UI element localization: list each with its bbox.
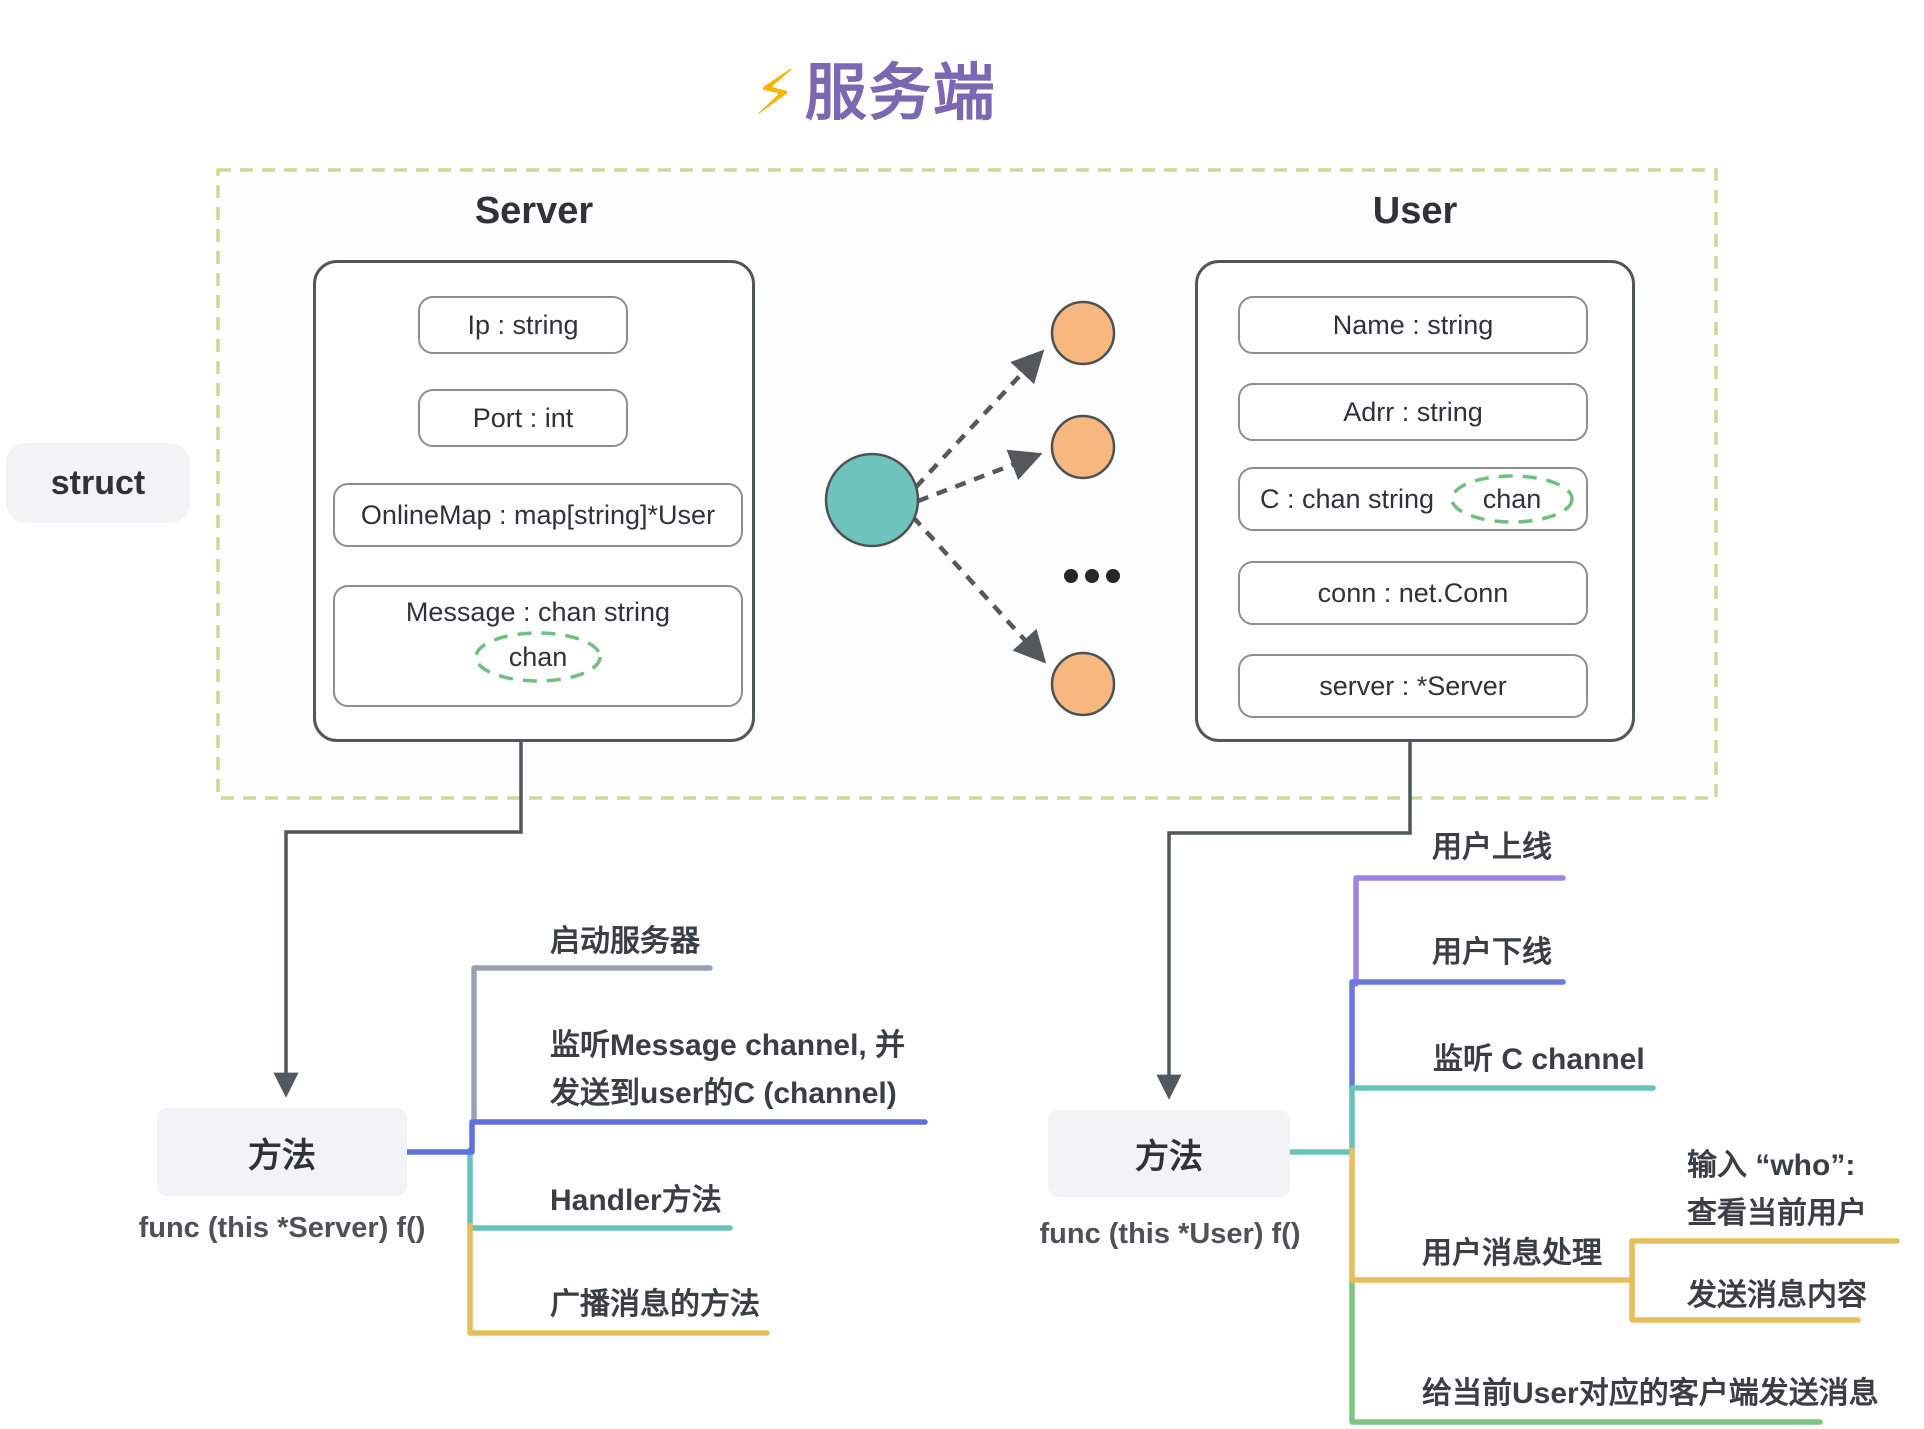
server-chan-badge-label: chan: [508, 641, 568, 672]
user-field-c-label: C : chan string: [1260, 483, 1435, 514]
user-field-adrr: Adrr : string: [1238, 383, 1588, 441]
server-chan-badge: chan: [472, 630, 604, 684]
chan-ellipse-icon: [1450, 474, 1574, 524]
user-branch-send-client-label: 给当前User对应的客户端发送消息: [1422, 1377, 1879, 1410]
user-branch-listen-line: [1287, 1085, 1656, 1155]
server-methods-box: 方法: [157, 1108, 407, 1196]
user-branch-msg-label: 用户消息处理: [1422, 1237, 1602, 1270]
server-branch-handler-label: Handler方法: [550, 1184, 722, 1217]
user-msg-sub-who-label: 输入 “who”: 查看当前用户: [1687, 1142, 1867, 1238]
server-struct-title: Server: [474, 190, 594, 232]
user-branch-offline-label: 用户下线: [1432, 936, 1552, 969]
server-branch-listen-label: 监听Message channel, 并 发送到user的C (channel): [550, 1022, 905, 1118]
user-struct-box: Name : string Adrr : string C : chan str…: [1195, 260, 1635, 742]
user-branch-online-line: [1353, 875, 1566, 987]
user-func-signature: func (this *User) f(): [1039, 1218, 1301, 1250]
struct-chip: struct: [6, 443, 190, 523]
user-chan-badge-label: chan: [1482, 483, 1542, 514]
server-branch-start-line: [471, 965, 713, 1125]
server-field-ip: Ip : string: [418, 296, 628, 354]
server-to-methods-connector: [273, 742, 523, 1098]
user-msg-sub-who-line2: 查看当前用户: [1687, 1197, 1867, 1230]
server-branch-listen-line: [404, 1119, 928, 1155]
page-title: ⚡服务端: [575, 42, 1175, 132]
user-branch-listen-label: 监听 C channel: [1433, 1043, 1645, 1076]
server-field-port: Port : int: [418, 389, 628, 447]
user-branch-online-label: 用户上线: [1432, 831, 1552, 864]
user-field-name: Name : string: [1238, 296, 1588, 354]
server-field-onlinemap: OnlineMap : map[string]*User: [333, 483, 743, 547]
user-chan-badge: chan: [1448, 473, 1576, 525]
broadcast-arrow-2: [917, 449, 1043, 504]
client-circle-1: [1050, 300, 1116, 366]
server-field-message-label: Message : chan string: [405, 597, 671, 627]
client-circle-2: [1050, 414, 1116, 480]
user-field-conn: conn : net.Conn: [1238, 561, 1588, 625]
chan-ellipse-icon: [474, 631, 602, 683]
broadcast-arrow-1: [914, 349, 1045, 489]
lightning-bolt-icon: ⚡: [753, 59, 799, 128]
client-circle-3: [1050, 651, 1116, 717]
server-field-message: Message : chan string chan: [333, 585, 743, 707]
server-branch-broadcast-line: [467, 1223, 770, 1336]
user-branch-msg-line: [1349, 1147, 1631, 1283]
server-struct-box: Ip : string Port : int OnlineMap : map[s…: [313, 260, 755, 742]
page-title-text: 服务端: [804, 59, 997, 128]
user-branch-send-client-line: [1349, 1275, 1823, 1425]
server-branch-listen-line1: 监听Message channel, 并: [550, 1029, 906, 1062]
server-branch-start-label: 启动服务器: [550, 925, 700, 958]
user-msg-sub-bracket: [1629, 1238, 1900, 1323]
user-field-server: server : *Server: [1238, 654, 1588, 718]
server-func-signature: func (this *Server) f(): [138, 1212, 426, 1244]
user-branch-offline-line: [1349, 979, 1566, 1092]
user-msg-sub-send-label: 发送消息内容: [1687, 1279, 1867, 1312]
server-branch-listen-line2: 发送到user的C (channel): [550, 1077, 897, 1110]
user-field-c: C : chan string chan: [1238, 467, 1588, 531]
user-msg-sub-who-line1: 输入 “who”:: [1687, 1149, 1856, 1182]
broadcast-arrow-3: [911, 515, 1047, 664]
ellipsis-dots: [1064, 569, 1120, 583]
server-branch-broadcast-label: 广播消息的方法: [550, 1288, 760, 1321]
server-hub-circle: [824, 452, 920, 548]
user-methods-box: 方法: [1048, 1110, 1290, 1197]
user-to-methods-connector: [1156, 742, 1412, 1100]
user-struct-title: User: [1372, 190, 1458, 232]
